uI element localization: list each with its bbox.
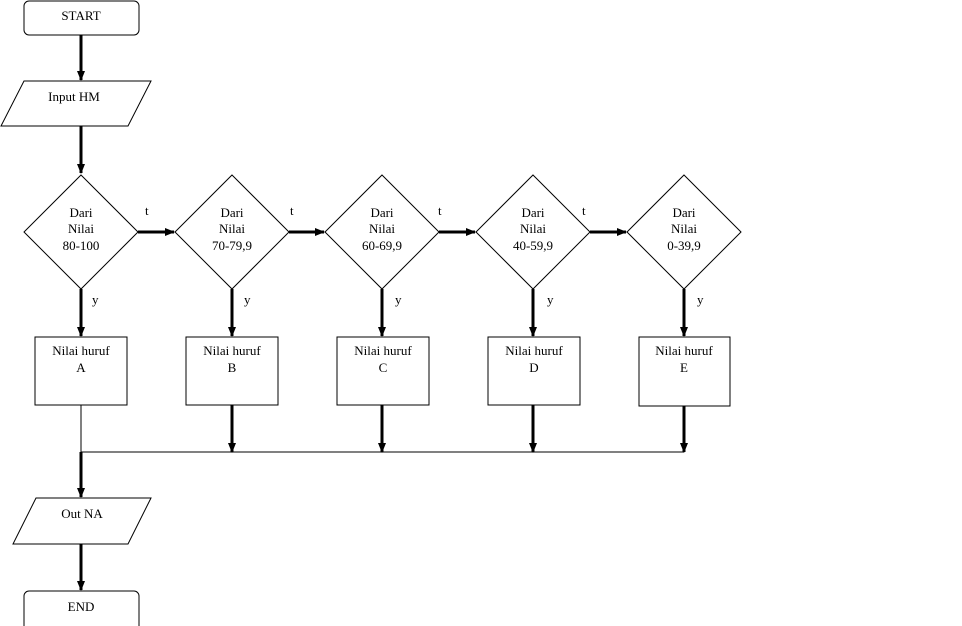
- decision-1-line-3: 80-100: [63, 238, 100, 253]
- input-parallelogram: Input HM: [0, 80, 152, 127]
- start-terminal: START: [23, 0, 140, 36]
- end-terminal: END: [23, 590, 140, 626]
- result-box-e: Nilai huruf E: [638, 336, 731, 407]
- no-label-2: t: [290, 203, 294, 218]
- output-parallelogram: Out NA: [12, 497, 152, 545]
- decision-4: Dari Nilai 40-59,9: [475, 174, 591, 290]
- result-box-b: Nilai huruf B: [185, 336, 279, 406]
- decision-5: Dari Nilai 0-39,9: [626, 174, 742, 290]
- decision-5-line-2: Nilai: [671, 221, 697, 236]
- result-box-c: Nilai huruf C: [336, 336, 430, 406]
- result-box-a: Nilai huruf A: [34, 336, 128, 406]
- no-label-3: t: [438, 203, 442, 218]
- result-a-line-2: A: [76, 360, 86, 375]
- decision-5-line-1: Dari: [672, 205, 695, 220]
- input-label: Input HM: [48, 89, 100, 104]
- result-c-line-2: C: [379, 360, 388, 375]
- decision-3: Dari Nilai 60-69,9: [324, 174, 440, 290]
- result-a-line-1: Nilai huruf: [52, 343, 110, 358]
- decision-3-line-1: Dari: [370, 205, 393, 220]
- decision-1-line-1: Dari: [69, 205, 92, 220]
- decision-4-line-2: Nilai: [520, 221, 546, 236]
- result-box-d: Nilai huruf D: [487, 336, 581, 406]
- end-label: END: [68, 599, 95, 614]
- no-label-1: t: [145, 203, 149, 218]
- yes-label-2: y: [244, 292, 251, 307]
- yes-label-5: y: [697, 292, 704, 307]
- decision-3-line-2: Nilai: [369, 221, 395, 236]
- decision-4-line-1: Dari: [521, 205, 544, 220]
- decision-5-line-3: 0-39,9: [667, 238, 701, 253]
- no-label-4: t: [582, 203, 586, 218]
- result-d-line-1: Nilai huruf: [505, 343, 563, 358]
- yes-label-3: y: [395, 292, 402, 307]
- yes-label-4: y: [547, 292, 554, 307]
- start-label: START: [61, 8, 100, 23]
- result-c-line-1: Nilai huruf: [354, 343, 412, 358]
- decision-2-line-1: Dari: [220, 205, 243, 220]
- result-e-line-2: E: [680, 360, 688, 375]
- decision-2-line-2: Nilai: [219, 221, 245, 236]
- result-b-line-1: Nilai huruf: [203, 343, 261, 358]
- result-e-line-1: Nilai huruf: [655, 343, 713, 358]
- decision-3-line-3: 60-69,9: [362, 238, 402, 253]
- yes-label-1: y: [92, 292, 99, 307]
- result-d-line-2: D: [529, 360, 538, 375]
- decision-1-line-2: Nilai: [68, 221, 94, 236]
- decision-4-line-3: 40-59,9: [513, 238, 553, 253]
- decision-2-line-3: 70-79,9: [212, 238, 252, 253]
- output-label: Out NA: [61, 506, 103, 521]
- result-b-line-2: B: [228, 360, 237, 375]
- decision-1: Dari Nilai 80-100: [23, 174, 139, 290]
- decision-2: Dari Nilai 70-79,9: [174, 174, 290, 290]
